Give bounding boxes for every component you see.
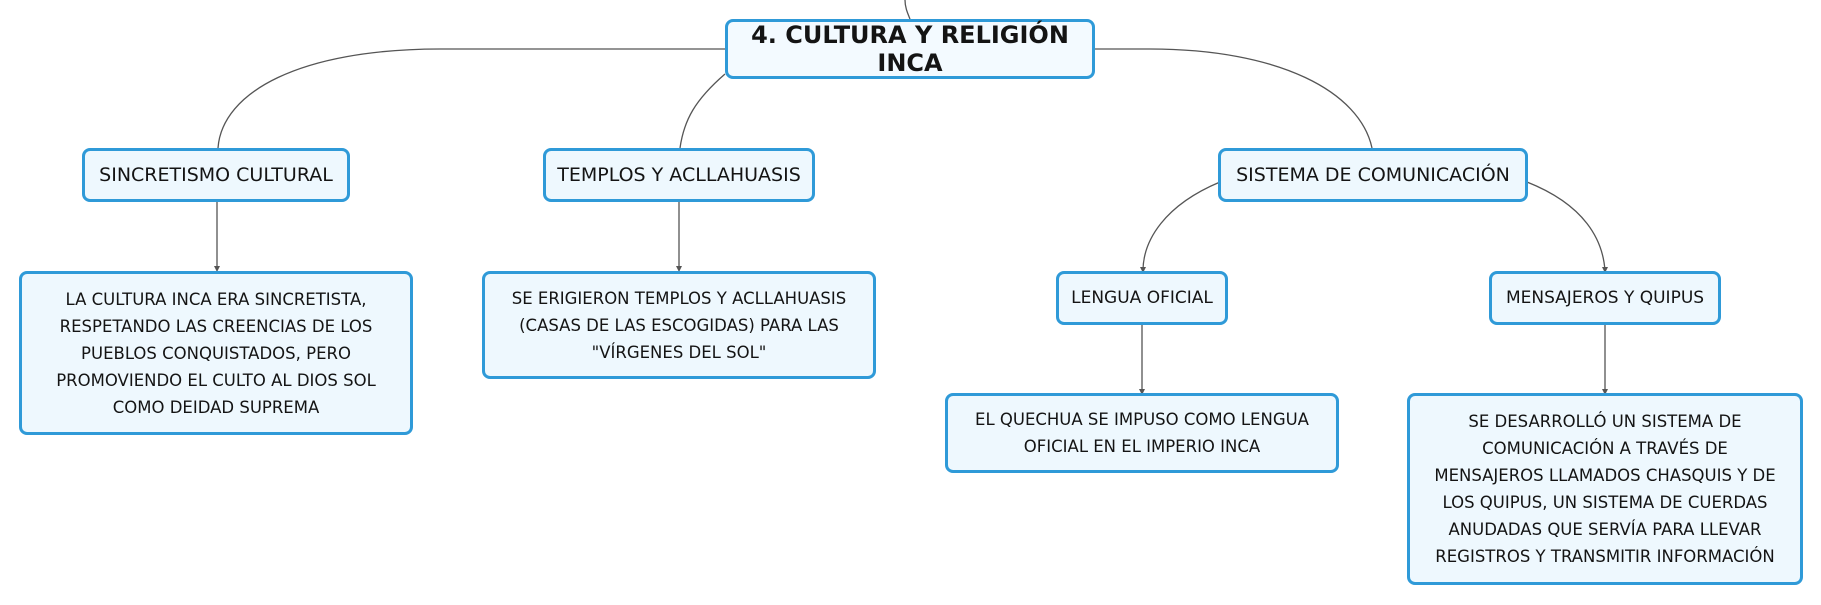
arrowhead-mensajeros-detail xyxy=(1602,389,1608,395)
root-topic-label: 4. CULTURA Y RELIGIÓN INCA xyxy=(751,21,1069,77)
root-topic[interactable]: 4. CULTURA Y RELIGIÓN INCA xyxy=(725,19,1095,79)
connector-parent-to-root xyxy=(904,0,911,20)
topic-mensajeros-quipus-label: MENSAJEROS Y QUIPUS xyxy=(1505,288,1705,308)
connector-root-to-sincretismo xyxy=(217,48,725,149)
detail-lengua-oficial[interactable]: EL QUECHUA SE IMPUSO COMO LENGUA OFICIAL… xyxy=(945,393,1339,473)
arrowhead-templos-detail xyxy=(676,266,682,272)
arrowhead-lengua xyxy=(1140,267,1146,273)
topic-templos-acllahuasis-label: TEMPLOS Y ACLLAHUASIS xyxy=(557,164,801,186)
connector-root-to-templos xyxy=(679,73,726,149)
topic-sincretismo-cultural[interactable]: SINCRETISMO CULTURAL xyxy=(82,148,350,202)
detail-sincretismo-cultural[interactable]: LA CULTURA INCA ERA SINCRETISTA, RESPETA… xyxy=(19,271,413,435)
connector-root-to-comunicacion xyxy=(1095,48,1373,149)
topic-lengua-oficial[interactable]: LENGUA OFICIAL xyxy=(1056,271,1228,325)
topic-mensajeros-quipus[interactable]: MENSAJEROS Y QUIPUS xyxy=(1489,271,1721,325)
detail-templos-acllahuasis-text: SE ERIGIERON TEMPLOS Y ACLLAHUASIS (CASA… xyxy=(511,288,847,362)
topic-sistema-comunicacion-label: SISTEMA DE COMUNICACIÓN xyxy=(1236,164,1510,186)
topic-lengua-oficial-label: LENGUA OFICIAL xyxy=(1071,288,1213,308)
connector-comunicacion-to-lengua xyxy=(1142,181,1221,272)
connector-comunicacion-to-mensajeros xyxy=(1526,181,1606,272)
topic-templos-acllahuasis[interactable]: TEMPLOS Y ACLLAHUASIS xyxy=(543,148,815,202)
arrowhead-sincretismo-detail xyxy=(214,266,220,272)
detail-lengua-oficial-text: EL QUECHUA SE IMPUSO COMO LENGUA OFICIAL… xyxy=(975,410,1309,456)
detail-mensajeros-quipus[interactable]: SE DESARROLLÓ UN SISTEMA DE COMUNICACIÓN… xyxy=(1407,393,1803,585)
detail-sincretismo-cultural-text: LA CULTURA INCA ERA SINCRETISTA, RESPETA… xyxy=(56,289,376,417)
topic-sistema-comunicacion[interactable]: SISTEMA DE COMUNICACIÓN xyxy=(1218,148,1528,202)
detail-mensajeros-quipus-text: SE DESARROLLÓ UN SISTEMA DE COMUNICACIÓN… xyxy=(1434,412,1776,566)
detail-templos-acllahuasis[interactable]: SE ERIGIERON TEMPLOS Y ACLLAHUASIS (CASA… xyxy=(482,271,876,379)
topic-sincretismo-cultural-label: SINCRETISMO CULTURAL xyxy=(99,164,333,186)
arrowhead-mensajeros xyxy=(1602,267,1608,273)
arrowhead-lengua-detail xyxy=(1139,389,1145,395)
